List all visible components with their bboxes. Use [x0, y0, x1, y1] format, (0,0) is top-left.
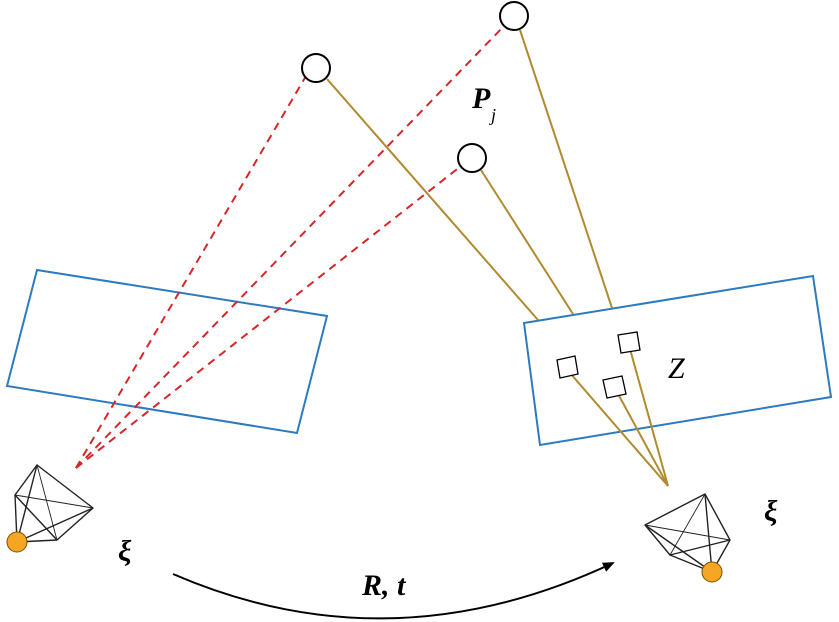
keypoint-rays — [569, 348, 669, 487]
left-ray-1 — [75, 75, 307, 469]
right-camera-center — [701, 561, 723, 583]
square-icon — [602, 375, 627, 399]
left-ray-2 — [75, 26, 504, 469]
keypoint-ray-1 — [569, 372, 669, 487]
keypoints — [556, 331, 641, 399]
right-ray-1 — [326, 78, 539, 321]
right-pose-label: ξ — [764, 495, 778, 528]
circle-icon — [301, 53, 331, 83]
left-projection-rays — [75, 26, 504, 469]
circle-icon — [499, 1, 529, 31]
right-ray-3 — [480, 169, 574, 315]
left-ray-3 — [75, 165, 462, 469]
motion-arrow — [172, 562, 615, 620]
camera-frustum-icon — [14, 464, 94, 543]
square-icon — [556, 355, 579, 379]
point-label: P — [471, 82, 491, 115]
right-image-plane — [522, 274, 833, 447]
right-ray-2 — [519, 29, 613, 309]
landmarks — [301, 1, 529, 173]
keypoint-ray-3 — [629, 348, 669, 487]
circle-icon — [457, 143, 487, 173]
square-icon — [617, 331, 641, 354]
measurement-label: Z — [668, 352, 685, 385]
left-camera-center — [6, 531, 28, 553]
camera-frustum-icon — [644, 493, 731, 573]
keypoint-ray-2 — [616, 391, 669, 487]
point-subscript: j — [489, 105, 496, 125]
left-pose-label: ξ — [118, 535, 132, 568]
right-projection-rays — [326, 29, 613, 321]
left-image-plane — [5, 268, 329, 435]
motion-label: R, t — [361, 569, 407, 602]
